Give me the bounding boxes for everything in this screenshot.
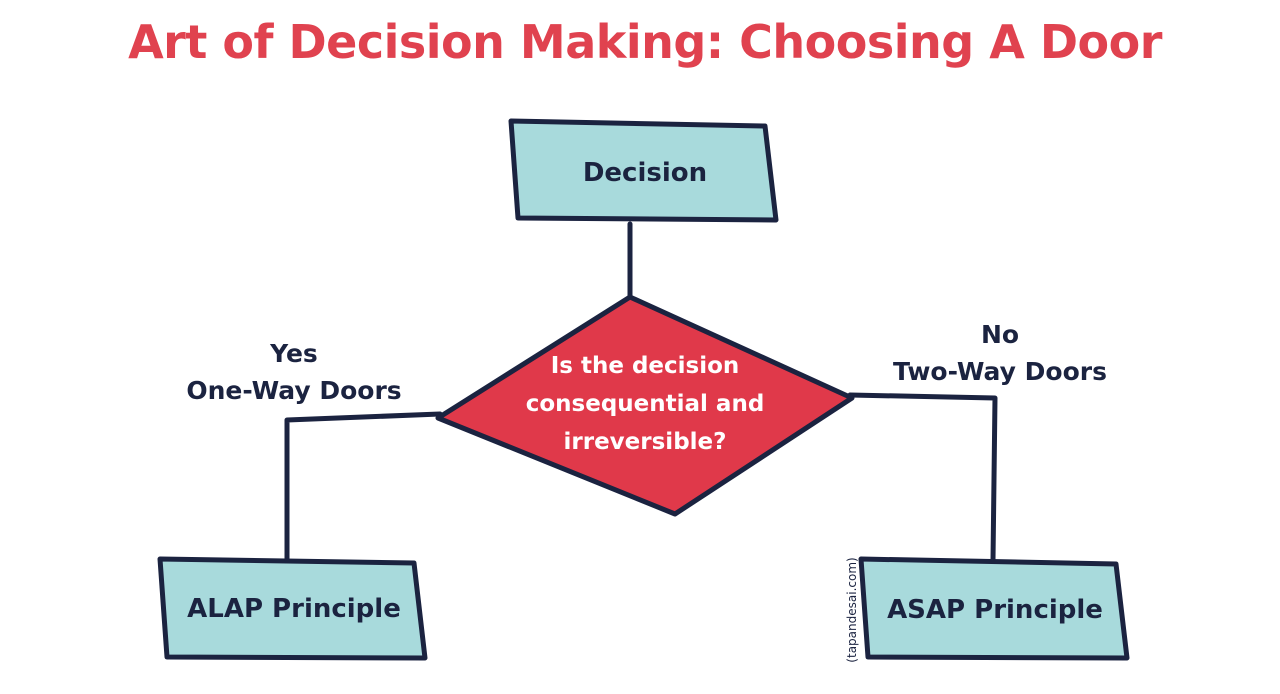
question-line-3: irreversible? — [564, 429, 727, 455]
alap-label: ALAP Principle — [187, 594, 401, 624]
question-line-1: Is the decision — [551, 353, 740, 379]
page-title: Art of Decision Making: Choosing A Door — [128, 15, 1163, 69]
connector-yes-branch — [284, 411, 443, 565]
two-way-doors-label: Two-Way Doors — [893, 357, 1107, 386]
asap-label: ASAP Principle — [887, 595, 1103, 625]
decision-node: Decision — [508, 118, 779, 223]
no-label: No — [981, 320, 1019, 349]
decision-label: Decision — [583, 158, 707, 188]
yes-label: Yes — [269, 339, 318, 368]
alap-node: ALAP Principle — [157, 556, 428, 661]
asap-node: ASAP Principle — [858, 556, 1130, 661]
credit-text: (tapandesai.com) — [845, 557, 859, 662]
question-line-2: consequential and — [526, 391, 765, 417]
connector-no-branch — [847, 392, 998, 563]
question-diamond: Is the decision consequential and irreve… — [435, 294, 855, 517]
one-way-doors-label: One-Way Doors — [186, 376, 401, 405]
